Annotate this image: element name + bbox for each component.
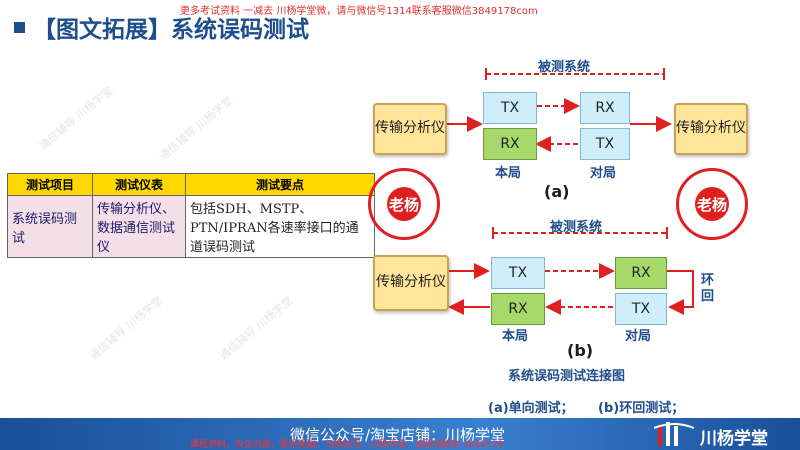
sut-label-b: 被测系统 [550, 220, 603, 235]
table-cell-points: 包括SDH、MSTP、PTN/IPRAN各速率接口的通道误码测试 [185, 195, 375, 258]
table-header: 测试项目 [7, 173, 93, 196]
tx-box-remote-b: TX [615, 293, 667, 325]
diagram-a-label: (a) [544, 182, 570, 201]
analyzer-box-b: 传输分析仪 [373, 255, 449, 311]
table-cell-item: 系统误码测试 [7, 195, 93, 258]
analyzer-box-a-right: 传输分析仪 [674, 103, 748, 155]
sut-label-a: 被测系统 [538, 60, 591, 75]
brand-logo-icon [654, 422, 695, 446]
local-label-a: 本局 [495, 166, 522, 181]
subcaption-b: (b)环回测试； [598, 401, 685, 416]
top-watermark: 更多考试资料 一减去 川杨学堂微，请与微信号1314联系客服微信3849178c… [180, 6, 538, 17]
tx-box-local-a: TX [483, 92, 537, 124]
diagram-caption: 系统误码测试连接图 [508, 369, 626, 384]
bullet-square-icon [14, 21, 25, 33]
rx-box-remote-a: RX [580, 92, 630, 124]
page-title: 【图文拓展】系统误码测试 [14, 10, 309, 44]
analyzer-box-a-left: 传输分析仪 [373, 103, 447, 155]
diagram-b-label: (b) [567, 341, 594, 360]
tx-box-local-b: TX [491, 257, 545, 289]
rx-box-remote-b: RX [615, 257, 667, 289]
table-row: 系统误码测试 传输分析仪、数据通信测试仪 包括SDH、MSTP、PTN/IPRA… [7, 195, 375, 258]
remote-label-a: 对局 [590, 166, 617, 181]
seal-stamp-icon: 老杨 [676, 168, 748, 240]
page-title-text: 【图文拓展】系统误码测试 [33, 17, 309, 43]
rx-box-local-b: RX [491, 293, 545, 325]
bottom-wechat-text: 微信公众号/淘宝店铺：川杨学堂 [290, 426, 506, 444]
brand-name: 川杨学堂 [700, 429, 768, 449]
rx-box-local-a: RX [483, 128, 537, 160]
tx-box-remote-a: TX [580, 128, 630, 160]
table-header: 测试要点 [185, 173, 375, 196]
bottom-red-note: 课程资料，央企内部，联系客服，与微信号，川杨学堂，请添加微信 3849178 [190, 440, 503, 450]
test-requirements-table: 测试项目 测试仪表 测试要点 系统误码测试 传输分析仪、数据通信测试仪 包括SD… [7, 173, 375, 258]
seal-stamp-text: 老杨 [387, 187, 421, 221]
subcaption-a: (a)单向测试； [488, 401, 574, 416]
remote-label-b: 对局 [625, 329, 652, 344]
loopback-label: 环回 [701, 273, 715, 305]
seal-stamp-icon: 老杨 [368, 168, 440, 240]
table-cell-instrument: 传输分析仪、数据通信测试仪 [92, 195, 186, 258]
local-label-b: 本局 [502, 329, 529, 344]
seal-stamp-text: 老杨 [695, 187, 729, 221]
